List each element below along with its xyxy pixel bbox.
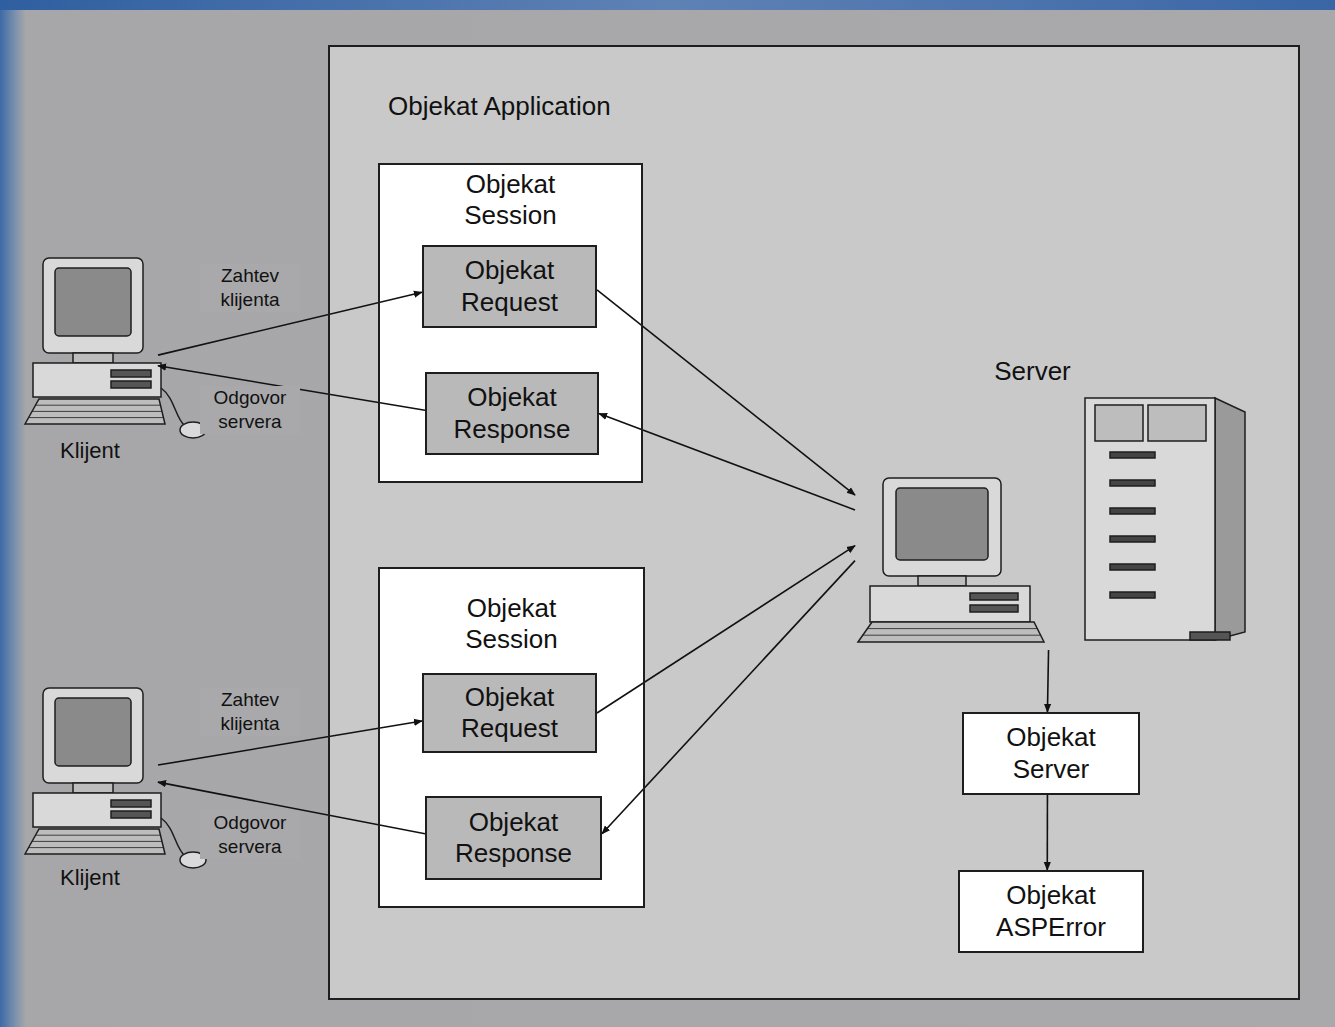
connector-arrow bbox=[597, 546, 855, 713]
connector-arrow bbox=[599, 414, 855, 510]
session-box: Objekat RequestObjekat Response Objekat S… bbox=[378, 567, 645, 908]
request-box: Objekat Request bbox=[422, 245, 597, 328]
node-label: Objekat Server bbox=[986, 722, 1116, 784]
box-fill bbox=[425, 796, 602, 880]
panel-heading: Objekat Application bbox=[388, 91, 611, 122]
box-fill bbox=[422, 245, 597, 328]
client-computer: Klijent bbox=[22, 682, 158, 895]
node-label: Objekat Response bbox=[449, 807, 579, 869]
node-label: Objekat Session bbox=[446, 169, 576, 231]
edge-label: Odgovor servera bbox=[200, 386, 300, 434]
box-fill bbox=[958, 870, 1144, 953]
node-label: Objekat Request bbox=[445, 682, 575, 744]
connector-arrow bbox=[1047, 650, 1048, 712]
box-fill bbox=[378, 163, 643, 483]
node-label: Server bbox=[994, 356, 1071, 387]
node-label: Klijent bbox=[60, 865, 120, 891]
box-fill bbox=[328, 45, 1300, 1000]
node-label: Objekat Session bbox=[447, 593, 577, 655]
response-box: Objekat Response bbox=[425, 796, 602, 880]
box-fill bbox=[962, 712, 1140, 795]
session-box: Objekat RequestObjekat Response Objekat S… bbox=[378, 163, 643, 483]
connector-arrow bbox=[1046, 795, 1048, 870]
server-illustration bbox=[858, 398, 1245, 642]
edge-label: Zahtev klijenta bbox=[200, 688, 300, 736]
client-illustration bbox=[25, 258, 206, 438]
node-label: Objekat ASPError bbox=[966, 880, 1136, 942]
box-fill bbox=[378, 567, 645, 908]
application-panel: Objekat RequestObjekat ResponseObjekat S… bbox=[328, 45, 1300, 1000]
connector-arrow bbox=[597, 290, 855, 495]
response-box: Objekat Response bbox=[425, 372, 599, 455]
page-band bbox=[0, 0, 1335, 10]
connector-arrow bbox=[602, 561, 855, 834]
client-computer: Klijent bbox=[22, 255, 158, 468]
asperror-box: Objekat ASPError bbox=[958, 870, 1144, 953]
box-fill bbox=[422, 673, 597, 753]
request-box: Objekat Request bbox=[422, 673, 597, 753]
edge-label: Zahtev klijenta bbox=[200, 264, 300, 312]
server-object-box: Objekat Server bbox=[962, 712, 1140, 795]
edge-label: Odgovor servera bbox=[200, 811, 300, 859]
node-label: Objekat Response bbox=[447, 382, 577, 444]
node-label: Klijent bbox=[60, 438, 120, 464]
node-label: Objekat Request bbox=[445, 255, 575, 317]
server-machine: Server bbox=[855, 352, 1250, 650]
box-fill bbox=[425, 372, 599, 455]
client-illustration bbox=[25, 688, 206, 868]
